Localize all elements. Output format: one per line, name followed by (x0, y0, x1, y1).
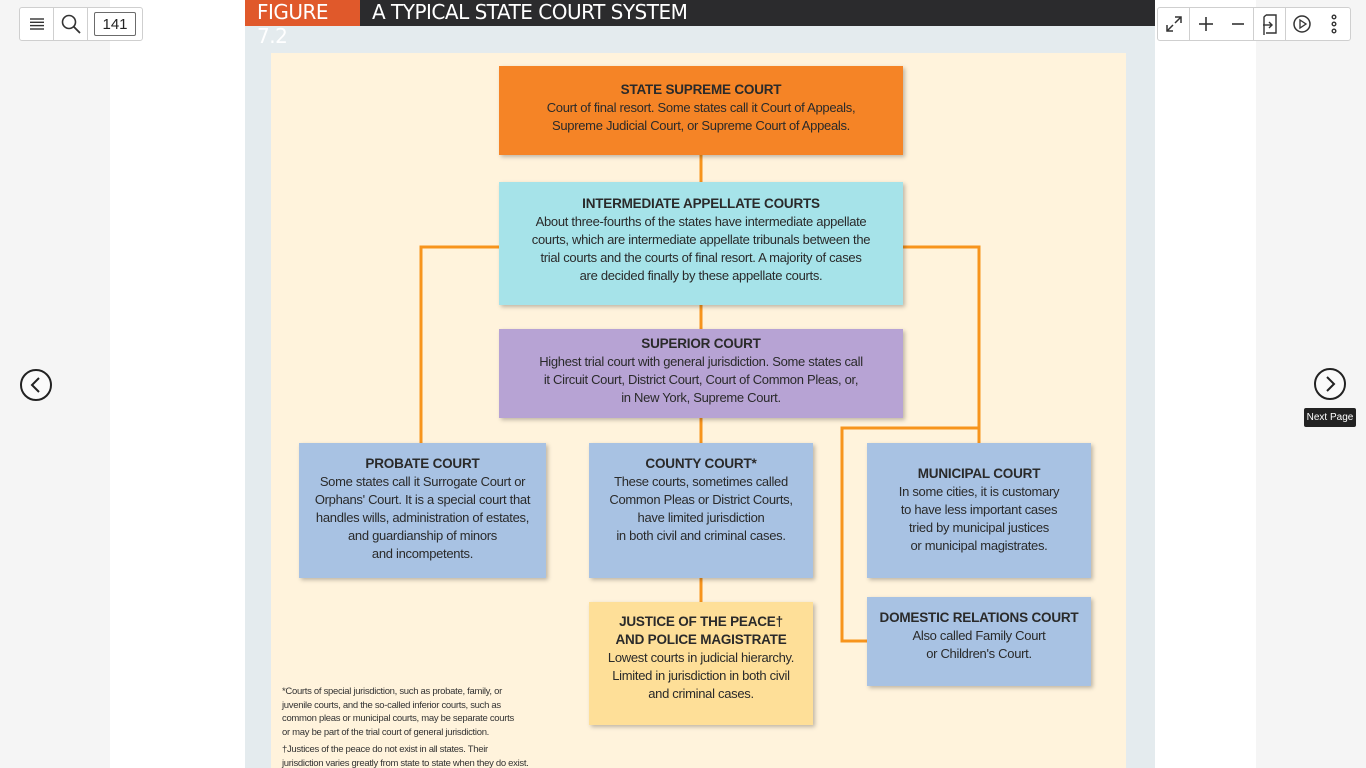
police-magistrate-title: AND POLICE MAGISTRATE (615, 632, 787, 647)
footnote-asterisk: *Courts of special jurisdiction, such as… (282, 686, 514, 738)
intermediate-appellate-courts-title: INTERMEDIATE APPELLATE COURTS (582, 196, 820, 211)
menu-icon (29, 18, 44, 30)
superior-court-box: SUPERIOR COURT Highest trial court with … (499, 329, 903, 418)
menu-button[interactable] (20, 8, 54, 40)
next-page-icon (1326, 376, 1336, 392)
connector-appellate-municipal (903, 245, 981, 443)
connector-lines (419, 155, 981, 643)
footnote-dagger: †Justices of the peace do not exist in a… (282, 744, 529, 768)
figure-number: FIGURE 7.2 (245, 0, 360, 48)
reader-toolbar-right (1157, 7, 1351, 41)
justice-of-the-peace-desc: Lowest courts in judicial hierarchy. Lim… (607, 650, 795, 701)
probate-court-desc: Some states call it Surrogate Court or O… (314, 474, 531, 561)
intermediate-appellate-courts-desc: About three-fourths of the states have i… (531, 214, 871, 283)
figure-header: FIGURE 7.2 A TYPICAL STATE COURT SYSTEM (245, 0, 1155, 48)
reader-toolbar-left (19, 7, 143, 41)
domestic-relations-court-desc: Also called Family Court or Children's C… (912, 628, 1046, 661)
figure: FIGURE 7.2 A TYPICAL STATE COURT SYSTEM … (245, 0, 1155, 768)
page-number-input[interactable] (94, 12, 136, 36)
domestic-relations-court-title: DOMESTIC RELATIONS COURT (879, 610, 1079, 625)
connector-appellate-probate (419, 245, 499, 443)
county-court-title: COUNTY COURT* (645, 456, 757, 471)
municipal-court-box: MUNICIPAL COURT In some cities, it is cu… (867, 443, 1091, 578)
domestic-relations-court-box: DOMESTIC RELATIONS COURT Also called Fam… (867, 597, 1091, 686)
zoom-in-icon (1199, 17, 1213, 31)
fit-page-button[interactable] (1254, 8, 1286, 40)
zoom-out-icon (1231, 23, 1244, 25)
connector-domestic (840, 426, 979, 643)
state-supreme-court-box: STATE SUPREME COURT Court of final resor… (499, 66, 903, 155)
municipal-court-desc: In some cities, it is customary to have … (898, 484, 1060, 553)
fit-page-icon (1262, 14, 1277, 35)
zoom-in-button[interactable] (1190, 8, 1222, 40)
probate-court-box: PROBATE COURT Some states call it Surrog… (299, 443, 546, 578)
superior-court-desc: Highest trial court with general jurisdi… (539, 354, 863, 405)
figure-title: A TYPICAL STATE COURT SYSTEM (372, 0, 688, 24)
fullscreen-button[interactable] (1158, 8, 1190, 40)
search-button[interactable] (54, 8, 88, 40)
fullscreen-icon (1165, 16, 1182, 32)
more-options-icon (1331, 14, 1337, 34)
more-options-button[interactable] (1318, 8, 1350, 40)
autoplay-icon (1293, 15, 1311, 33)
previous-page-button[interactable] (20, 369, 52, 401)
county-court-box: COUNTY COURT* These courts, sometimes ca… (589, 443, 813, 578)
superior-court-title: SUPERIOR COURT (641, 336, 761, 351)
intermediate-appellate-courts-box: INTERMEDIATE APPELLATE COURTS About thre… (499, 182, 903, 305)
next-page-tooltip: Next Page (1304, 408, 1356, 427)
municipal-court-title: MUNICIPAL COURT (917, 466, 1041, 481)
previous-page-icon (30, 377, 40, 393)
search-icon (61, 14, 81, 34)
zoom-out-button[interactable] (1222, 8, 1254, 40)
state-supreme-court-desc: Court of final resort. Some states call … (546, 100, 856, 133)
state-supreme-court-title: STATE SUPREME COURT (620, 82, 782, 97)
probate-court-title: PROBATE COURT (365, 456, 480, 471)
justice-of-the-peace-title: JUSTICE OF THE PEACE† (619, 614, 783, 629)
autoplay-button[interactable] (1286, 8, 1318, 40)
next-page-button[interactable] (1314, 368, 1346, 400)
justice-of-the-peace-box: JUSTICE OF THE PEACE† AND POLICE MAGISTR… (589, 602, 813, 725)
county-court-desc: These courts, sometimes called Common Pl… (609, 474, 793, 543)
